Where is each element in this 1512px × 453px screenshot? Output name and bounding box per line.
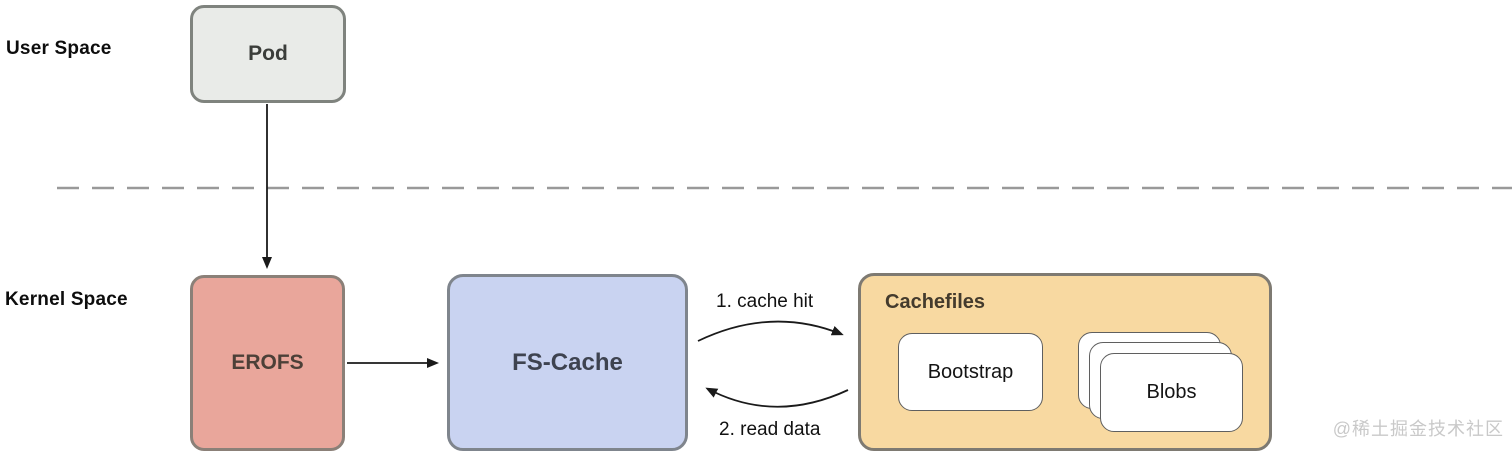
bootstrap-node: Bootstrap (898, 333, 1043, 411)
erofs-node: EROFS (190, 275, 345, 451)
blobs-node: Blobs (1100, 353, 1243, 432)
pod-node: Pod (190, 5, 346, 103)
watermark-text: @稀土掘金技术社区 (1332, 419, 1504, 439)
pod-node-label: Pod (248, 42, 288, 65)
kernel-space-label: Kernel Space (5, 289, 128, 310)
cachefiles-container-label: Cachefiles (885, 291, 986, 313)
user-space-label: User Space (6, 38, 112, 59)
cache-hit-edge-label: 1. cache hit (716, 291, 814, 312)
blobs-node-label: Blobs (1146, 381, 1197, 403)
erofs-node-label: EROFS (231, 351, 304, 374)
cachefiles-container: Cachefiles Bootstrap Blobs (858, 273, 1272, 451)
fscache-node-label: FS-Cache (512, 348, 623, 376)
bootstrap-node-label: Bootstrap (927, 360, 1014, 383)
edge-cache-hit (697, 320, 844, 342)
fscache-node: FS-Cache (447, 274, 688, 451)
read-data-edge-label: 2. read data (719, 419, 821, 440)
edge-read-data (705, 387, 849, 408)
